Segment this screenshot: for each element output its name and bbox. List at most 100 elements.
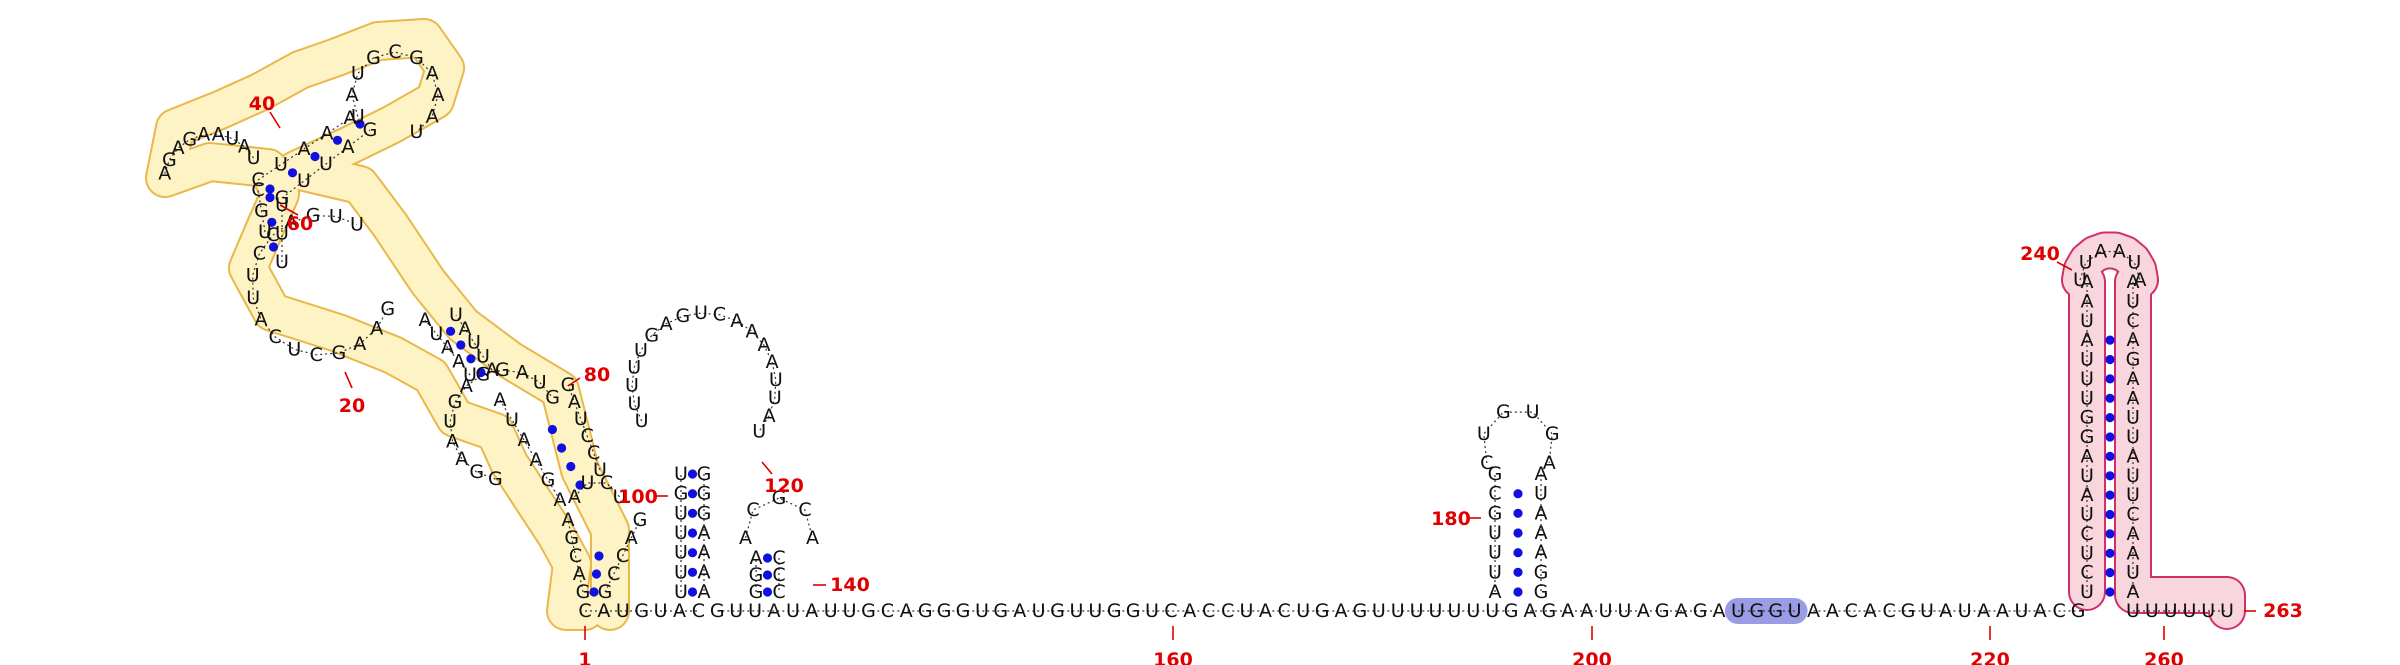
position-number-100: 100 xyxy=(618,486,658,508)
nucleotide: G xyxy=(564,527,579,549)
nucleotide: U xyxy=(1526,401,1540,423)
base-pair-dot xyxy=(1513,489,1523,499)
nucleotide: C xyxy=(569,545,582,567)
nucleotide: U xyxy=(2126,465,2140,487)
nucleotide: A xyxy=(1489,581,1502,603)
nucleotide: G xyxy=(1901,600,1916,622)
nucleotide: G xyxy=(366,47,381,69)
nucleotide: A xyxy=(370,318,383,340)
nucleotide: U xyxy=(768,387,782,409)
nucleotide: G xyxy=(1504,600,1519,622)
nucleotide: G xyxy=(676,305,691,327)
base-pair-dot xyxy=(1513,528,1523,538)
nucleotide: A xyxy=(486,359,499,381)
base-pair-dot xyxy=(566,461,576,472)
nucleotide: U xyxy=(2080,368,2094,390)
arm-stem4-left-backbone xyxy=(257,189,266,233)
base-pair-dot xyxy=(2105,587,2115,597)
nucleotide: A xyxy=(452,350,465,372)
nucleotide: A xyxy=(426,63,439,85)
nucleotide: A xyxy=(2113,241,2126,263)
highlight-layer xyxy=(145,18,2246,631)
nucleotide: U xyxy=(2080,387,2094,409)
base-pair-dot xyxy=(446,326,456,336)
nucleotide: A xyxy=(2127,523,2140,545)
nucleotide: U xyxy=(275,223,289,245)
nucleotide: C xyxy=(798,499,811,521)
nucleotide: C xyxy=(1480,452,1493,474)
position-number-220: 220 xyxy=(1970,649,2010,665)
nucleotide: A xyxy=(238,136,251,158)
nucleotide: A xyxy=(353,333,366,355)
nucleotide: A xyxy=(1183,600,1196,622)
nucleotide: G xyxy=(2126,349,2141,371)
nucleotide: A xyxy=(1535,463,1548,485)
base-pair-dot xyxy=(1513,548,1523,558)
position-number-140: 140 xyxy=(830,574,870,596)
nucleotide: U xyxy=(2126,484,2140,506)
base-pair-dot xyxy=(332,135,343,145)
arm-loop3-backbone xyxy=(252,214,389,356)
nucleotide: A xyxy=(806,527,819,549)
base-pair-dot xyxy=(2105,374,2115,384)
nucleotide: U xyxy=(2080,581,2094,603)
nucleotide: A xyxy=(739,527,752,549)
position-number-263: 263 xyxy=(2263,600,2303,622)
nucleotide: C xyxy=(2080,523,2093,545)
position-number-20: 20 xyxy=(339,395,365,417)
nucleotide: U xyxy=(2080,349,2094,371)
base-pair-dot xyxy=(2105,413,2115,423)
base-pair-dot xyxy=(589,587,599,597)
nucleotide: G xyxy=(674,483,689,505)
nucleotide: U xyxy=(1069,600,1083,622)
number-tick xyxy=(269,111,281,129)
nucleotide: A xyxy=(698,581,711,603)
nucleotide: U xyxy=(574,408,588,430)
number-tick xyxy=(567,377,581,387)
nucleotide: A xyxy=(1561,600,1574,622)
nucleotide: A xyxy=(1535,502,1548,524)
nucleotide: G xyxy=(380,298,395,320)
base-pair-dot xyxy=(762,587,773,597)
nucleotide: U xyxy=(274,154,288,176)
base-pair-dot xyxy=(287,168,298,178)
nucleotide: C xyxy=(2126,504,2139,526)
nucleotide: A xyxy=(158,163,171,185)
nucleotide: A xyxy=(285,211,298,233)
nucleotide: A xyxy=(698,522,711,544)
nucleotide: A xyxy=(673,600,686,622)
arm-stem5-right-backbone xyxy=(281,129,371,199)
nucleotide: U xyxy=(1958,600,1972,622)
nucleotide: C xyxy=(616,545,629,567)
nucleotide: A xyxy=(1675,600,1688,622)
nucleotide: A xyxy=(1524,600,1537,622)
nucleotide: C xyxy=(266,224,279,246)
nucleotide: A xyxy=(2081,329,2094,351)
nucleotide: A xyxy=(298,138,311,160)
nucleotide: U xyxy=(2145,600,2159,622)
nucleotide: A xyxy=(197,124,210,146)
nucleotide: A xyxy=(530,449,543,471)
nucleotide: A xyxy=(768,600,781,622)
nucleotide: U xyxy=(627,356,641,378)
position-number-60: 60 xyxy=(287,213,313,235)
nucleotide: C xyxy=(578,600,591,622)
base-pair-dot xyxy=(687,548,698,558)
nucleotide: G xyxy=(545,387,560,409)
base-pair-dot xyxy=(2105,509,2115,520)
nucleotide: A xyxy=(805,600,818,622)
nucleotide: A xyxy=(255,308,268,330)
nucleotide: A xyxy=(2127,387,2140,409)
nucleotide: U xyxy=(1488,561,1502,583)
nucleotide: U xyxy=(429,323,443,345)
nucleotide: U xyxy=(674,522,688,544)
nucleotide: C xyxy=(310,344,323,366)
nucleotide: U xyxy=(2080,504,2094,526)
base-pair-dot xyxy=(594,551,604,561)
nucleotide: U xyxy=(350,213,364,235)
nucleotide: A xyxy=(2034,600,2047,622)
arm-stem5-left-backbone xyxy=(257,117,351,181)
nucleotide: U xyxy=(786,600,800,622)
base-pair-dot xyxy=(267,217,277,227)
base-pair-dot xyxy=(1513,508,1523,518)
